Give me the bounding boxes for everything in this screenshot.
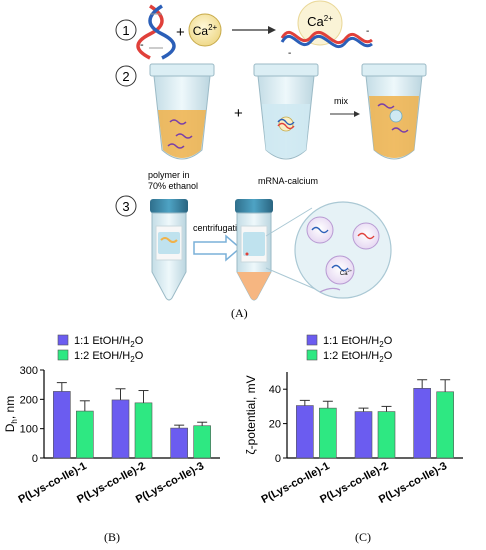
legend-label-series2: 1:2 EtOH/H2O bbox=[74, 350, 144, 364]
bound-calcium-label: Ca2+ bbox=[307, 14, 333, 29]
panel-label-a: (A) bbox=[231, 306, 248, 320]
step-2-row: 2 polymer in 70% ethanol + mRNA-calcium … bbox=[115, 63, 427, 191]
y-tick-label: 20 bbox=[269, 419, 281, 431]
mix-label: mix bbox=[334, 96, 348, 106]
y-tick-label: 0 bbox=[275, 453, 281, 465]
y-tick-label: 100 bbox=[20, 424, 38, 436]
bar-series1-cat2 bbox=[354, 411, 373, 459]
y-axis-label: ζ-potential, mV bbox=[245, 375, 258, 454]
calcium-ion-label: Ca2+ bbox=[193, 23, 218, 38]
legend-label-series1: 1:1 EtOH/H2O bbox=[74, 335, 144, 349]
panel-label-c: (C) bbox=[355, 530, 371, 544]
mix-arrow-icon bbox=[354, 111, 360, 117]
step-1-row: 1 - + Ca2+ Ca2+ - - bbox=[115, 0, 373, 60]
bound-calcium-halo bbox=[297, 0, 343, 46]
y-axis-label: Dh, nm bbox=[3, 396, 19, 432]
legend-swatch-series2 bbox=[306, 349, 318, 361]
bar-series2-cat3 bbox=[436, 391, 454, 459]
y-tick-label: 40 bbox=[269, 384, 281, 396]
falcon-tube-before-icon bbox=[150, 199, 188, 301]
legend-label-series2: 1:2 EtOH/H2O bbox=[323, 350, 393, 364]
nanoparticle-zoom-icon bbox=[294, 201, 392, 299]
step-1-number: 1 bbox=[122, 23, 129, 38]
y-tick-label: 200 bbox=[20, 394, 38, 406]
centrifugation-arrow-icon bbox=[193, 234, 242, 262]
plus-sign-1: + bbox=[176, 24, 185, 41]
mrna-calcium-tube-icon bbox=[253, 63, 319, 160]
calcium-ion-icon bbox=[188, 13, 222, 47]
bar-series1-cat2 bbox=[111, 399, 130, 459]
mixed-tube-icon bbox=[361, 63, 427, 160]
bar-series2-cat1 bbox=[319, 407, 337, 459]
strand-minus-sign-2: - bbox=[366, 26, 369, 37]
legend-swatch-series1 bbox=[306, 334, 318, 346]
nanoparticle-calcium-label: Ca2+ bbox=[340, 268, 353, 277]
step-3-number: 3 bbox=[122, 199, 129, 214]
polymer-tube-icon bbox=[149, 63, 215, 160]
panel-label-b: (B) bbox=[104, 530, 120, 544]
polymer-label-line2: 70% ethanol bbox=[148, 181, 198, 191]
legend-label-series1: 1:1 EtOH/H2O bbox=[323, 335, 393, 349]
bar-series2-cat3 bbox=[193, 425, 211, 459]
legend-swatch-series1 bbox=[57, 334, 69, 346]
bar-series2-cat1 bbox=[76, 410, 94, 459]
y-tick-label: 0 bbox=[32, 453, 38, 465]
bar-series1-cat1 bbox=[296, 405, 314, 459]
bar-series1-cat3 bbox=[413, 388, 431, 459]
mrna-calcium-strand-icon bbox=[280, 30, 373, 49]
bar-series1-cat3 bbox=[170, 427, 188, 459]
mrna-calcium-label: mRNA-calcium bbox=[258, 176, 318, 186]
centrifugation-label: centrifugation bbox=[193, 223, 247, 233]
dna-minus-sign: - bbox=[140, 39, 144, 51]
dna-helix-icon bbox=[136, 4, 176, 60]
bar-series2-cat2 bbox=[377, 411, 396, 459]
y-tick-label: 300 bbox=[20, 365, 38, 377]
plus-sign-2: + bbox=[234, 105, 243, 122]
polymer-label-line1: polymer in bbox=[148, 170, 190, 180]
step-2-number: 2 bbox=[122, 69, 129, 84]
bar-series1-cat1 bbox=[53, 391, 71, 459]
step-3-row: 3 centrifugation bbox=[115, 195, 392, 301]
strand-minus-sign-1: - bbox=[288, 48, 291, 59]
preparation-scheme: 1 - + Ca2+ Ca2+ - - 2 bbox=[115, 0, 427, 301]
legend-swatch-series2 bbox=[57, 349, 69, 361]
falcon-tube-after-icon bbox=[235, 199, 273, 301]
bar-series2-cat2 bbox=[134, 402, 153, 459]
arrow-right-icon bbox=[268, 26, 276, 34]
